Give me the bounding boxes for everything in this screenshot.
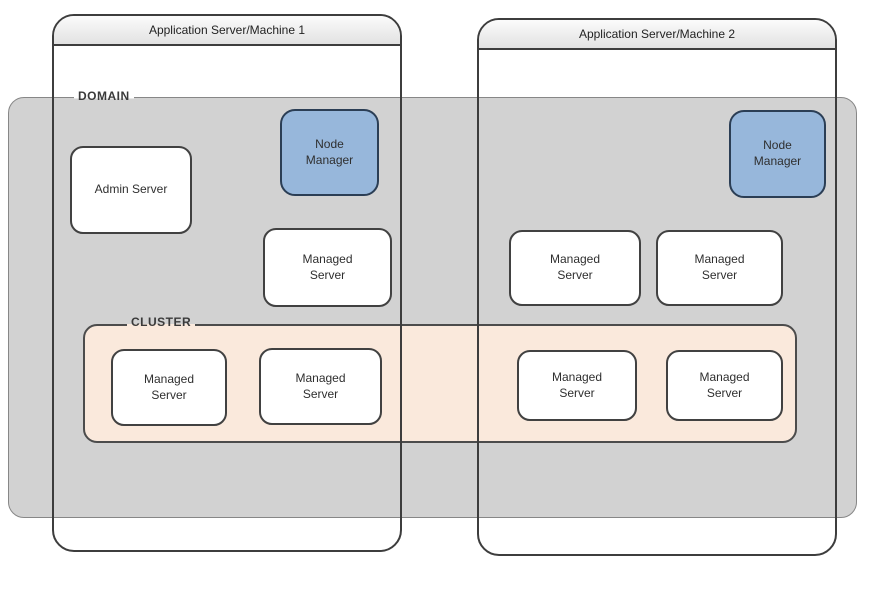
managed-server-m2b-label: Managed Server bbox=[694, 252, 745, 282]
managed-server-cluster-m2a-box: Managed Server bbox=[517, 350, 637, 421]
node-manager-2-label: Node Manager bbox=[753, 138, 802, 168]
managed-server-m1-label: Managed Server bbox=[302, 251, 353, 282]
node-manager-1-box: Node Manager bbox=[280, 109, 379, 196]
managed-server-m2a-box: Managed Server bbox=[509, 230, 641, 306]
domain-label: DOMAIN bbox=[74, 89, 134, 105]
managed-server-m2a-label: Managed Server bbox=[549, 252, 601, 282]
managed-server-cluster-m1a-label: Managed Server bbox=[143, 371, 195, 402]
machine-2-frame: Application Server/Machine 2 bbox=[477, 18, 837, 556]
managed-server-cluster-m1b-label: Managed Server bbox=[295, 370, 346, 401]
managed-server-m2b-box: Managed Server bbox=[656, 230, 783, 306]
machine-1-header: Application Server/Machine 1 bbox=[54, 16, 400, 46]
managed-server-m1-box: Managed Server bbox=[263, 228, 392, 307]
node-manager-1-label: Node Manager bbox=[305, 136, 354, 167]
cluster-label: CLUSTER bbox=[127, 315, 196, 331]
managed-server-cluster-m2a-label: Managed Server bbox=[551, 369, 603, 400]
admin-server-box: Admin Server bbox=[70, 146, 192, 234]
node-manager-2-box: Node Manager bbox=[729, 110, 826, 198]
managed-server-cluster-m1a-box: Managed Server bbox=[111, 349, 227, 426]
machine-2-title: Application Server/Machine 2 bbox=[578, 27, 736, 41]
managed-server-cluster-m2b-box: Managed Server bbox=[666, 350, 783, 421]
machine-1-frame: Application Server/Machine 1 bbox=[52, 14, 402, 552]
managed-server-cluster-m1b-box: Managed Server bbox=[259, 348, 382, 425]
managed-server-cluster-m2b-label: Managed Server bbox=[699, 369, 750, 400]
machine-2-header: Application Server/Machine 2 bbox=[479, 20, 835, 50]
admin-server-label: Admin Server bbox=[94, 182, 168, 197]
machine-1-title: Application Server/Machine 1 bbox=[148, 23, 306, 37]
